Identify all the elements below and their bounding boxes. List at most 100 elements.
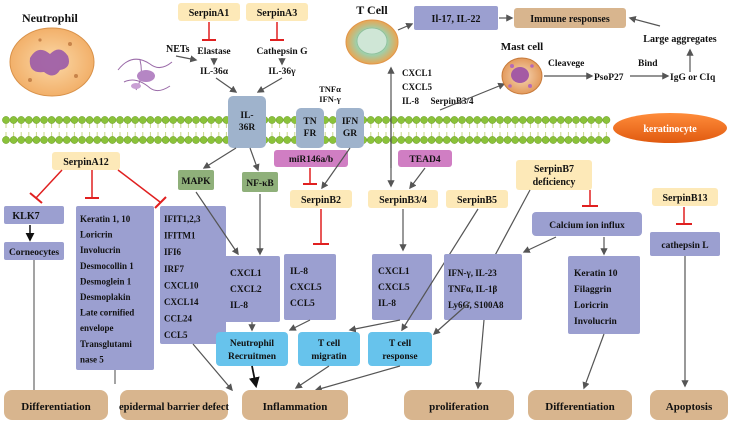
cxcl-c-list-item: CXCL1 [378,267,410,277]
cxcl-a-list-item: CXCL1 [230,269,262,279]
calcium-box [532,212,642,236]
barrier-box [120,390,228,420]
calcium-label: Calcium ion influx [549,221,625,231]
keratin-list: Keratin 1, 10LoricrinInvolucrinDesmocoll… [80,214,134,364]
keratin10-list-item: Keratin 10 [574,269,618,279]
bind-label: Bind [638,59,658,69]
il36a-label: IL-36α [200,67,229,77]
mast-cell-label: Mast cell [501,41,543,53]
tead4-box [398,150,452,167]
differentiation2-label: Differentiation [545,401,614,413]
keratin10-box [568,256,640,334]
serpina12-label: SerpinA12 [63,157,109,168]
keratin-list-item: Loricrin [80,230,113,240]
cxcl-c-list-item: IL-8 [378,299,396,309]
il36r-label-1: IL- [240,111,253,121]
proliferation-label: proliferation [429,401,489,413]
keratinocyte-label-shape [613,113,727,143]
tcell-response-label-2: response [382,352,417,362]
ifit-list-item: IFITM1 [164,231,196,241]
tead4-label: TEAD4 [409,155,440,165]
cathepsin-l-box [650,232,720,256]
ifit-list-item: IRF7 [164,264,184,274]
cxcl-c-box [372,254,432,320]
serpinb7-box [516,160,592,190]
mast-cell [501,57,543,95]
serpinb5-box [446,190,508,208]
il17-box [414,6,498,30]
ifit-list: IFIT1,2,3IFITM1IFI6IRF7CXCL10CXCL14CCL24… [164,214,201,340]
tnfr-receptor [296,108,324,148]
mir146-label: miR146a/b [289,155,333,165]
ifn-b7-box [444,254,522,320]
neutrophil-label: Neutrophil [22,11,78,25]
il36g-label: IL-36γ [268,67,296,77]
cxcl-a-box [224,256,280,322]
serpina3-box [246,3,308,21]
serpinb7-label-1: SerpinB7 [534,164,574,175]
immune-responses-box [514,8,626,28]
cxcl-top-2: CXCL5 [402,82,433,92]
keratin-list-item: Desmoglein 1 [80,276,132,286]
cxcl-top-3: IL-8 [402,96,420,106]
serpinb13-box [652,188,718,206]
differentiation1-box [4,390,108,420]
ifit-list-item: CXCL14 [164,297,199,307]
il8-b-list-item: CCL5 [290,299,315,309]
mapk-label: MAPK [181,177,211,187]
serpina1-box [178,3,240,21]
cleavege-label: Cleavege [548,59,584,69]
apoptosis-box [650,390,728,420]
mapk-box [178,170,214,190]
neutrophil-recruit-label-2: Recruitmen [228,352,277,362]
tcell-migratin-box [298,332,360,366]
elastase-label: Elastase [197,47,230,57]
serpinb2-box [290,190,352,208]
neutrophil-recruit-box [216,332,288,366]
mir146-box [274,150,348,167]
psop27-label: PsoP27 [594,73,624,83]
klk7-box [4,206,64,224]
cathepsin-l-label: cathepsin L [661,241,708,251]
ifngr-label-2: GR [343,129,357,139]
il36r-label-2: 36R [239,123,256,133]
klk7-label: KLK7 [12,211,39,222]
nfkb-box [242,172,278,192]
il8-b-box [284,254,336,320]
serpinb34-box [368,190,438,208]
barrier-label: epidermal barrier defect [119,402,230,413]
tcell-response-box [368,332,432,366]
cxcl-top-1: CXCL1 [402,68,433,78]
corneocytes-box [4,242,64,260]
ifit-list-item: IFI6 [164,247,182,257]
apoptosis-label: Apoptosis [666,401,713,413]
proliferation-box [404,390,514,420]
serpina1-label: SerpinA1 [189,8,230,19]
keratin10-list-item: Loricrin [574,301,609,311]
keratin-list-item: Desmoplakin [80,292,131,302]
keratin-list-box [76,206,154,370]
serpinb34-top-label: SerpinB3/4 [430,96,474,106]
tcell-migratin-label-1: T cell [318,339,341,349]
ifn-b7-list-item: IFN-γ, IL-23 [448,268,497,278]
neutrophil-recruit-label-1: Neutrophil [230,339,275,349]
ifit-list-item: CCL24 [164,314,193,324]
cxcl-a-list-item: CXCL2 [230,285,262,295]
ifn-b7-list-item: TNFα, IL-1β [448,284,498,294]
keratinocyte-label: keratinocyte [643,124,697,135]
nfkb-label: NF-κB [246,179,274,189]
corneocytes-label: Corneocytes [9,248,59,258]
serpina3-label: SerpinA3 [257,8,298,19]
serpinb34-label: SerpinB3/4 [379,195,427,206]
differentiation1-label: Differentiation [21,401,90,413]
keratin-list-item: nase 5 [80,354,104,364]
il8-b-list-item: IL-8 [290,267,308,277]
il8-b-list-item: CXCL5 [290,283,322,293]
keratin-list-item: Transglutami [80,339,132,349]
tcell-migratin-label-2: migratin [311,352,347,362]
nets-illustration [117,58,173,92]
